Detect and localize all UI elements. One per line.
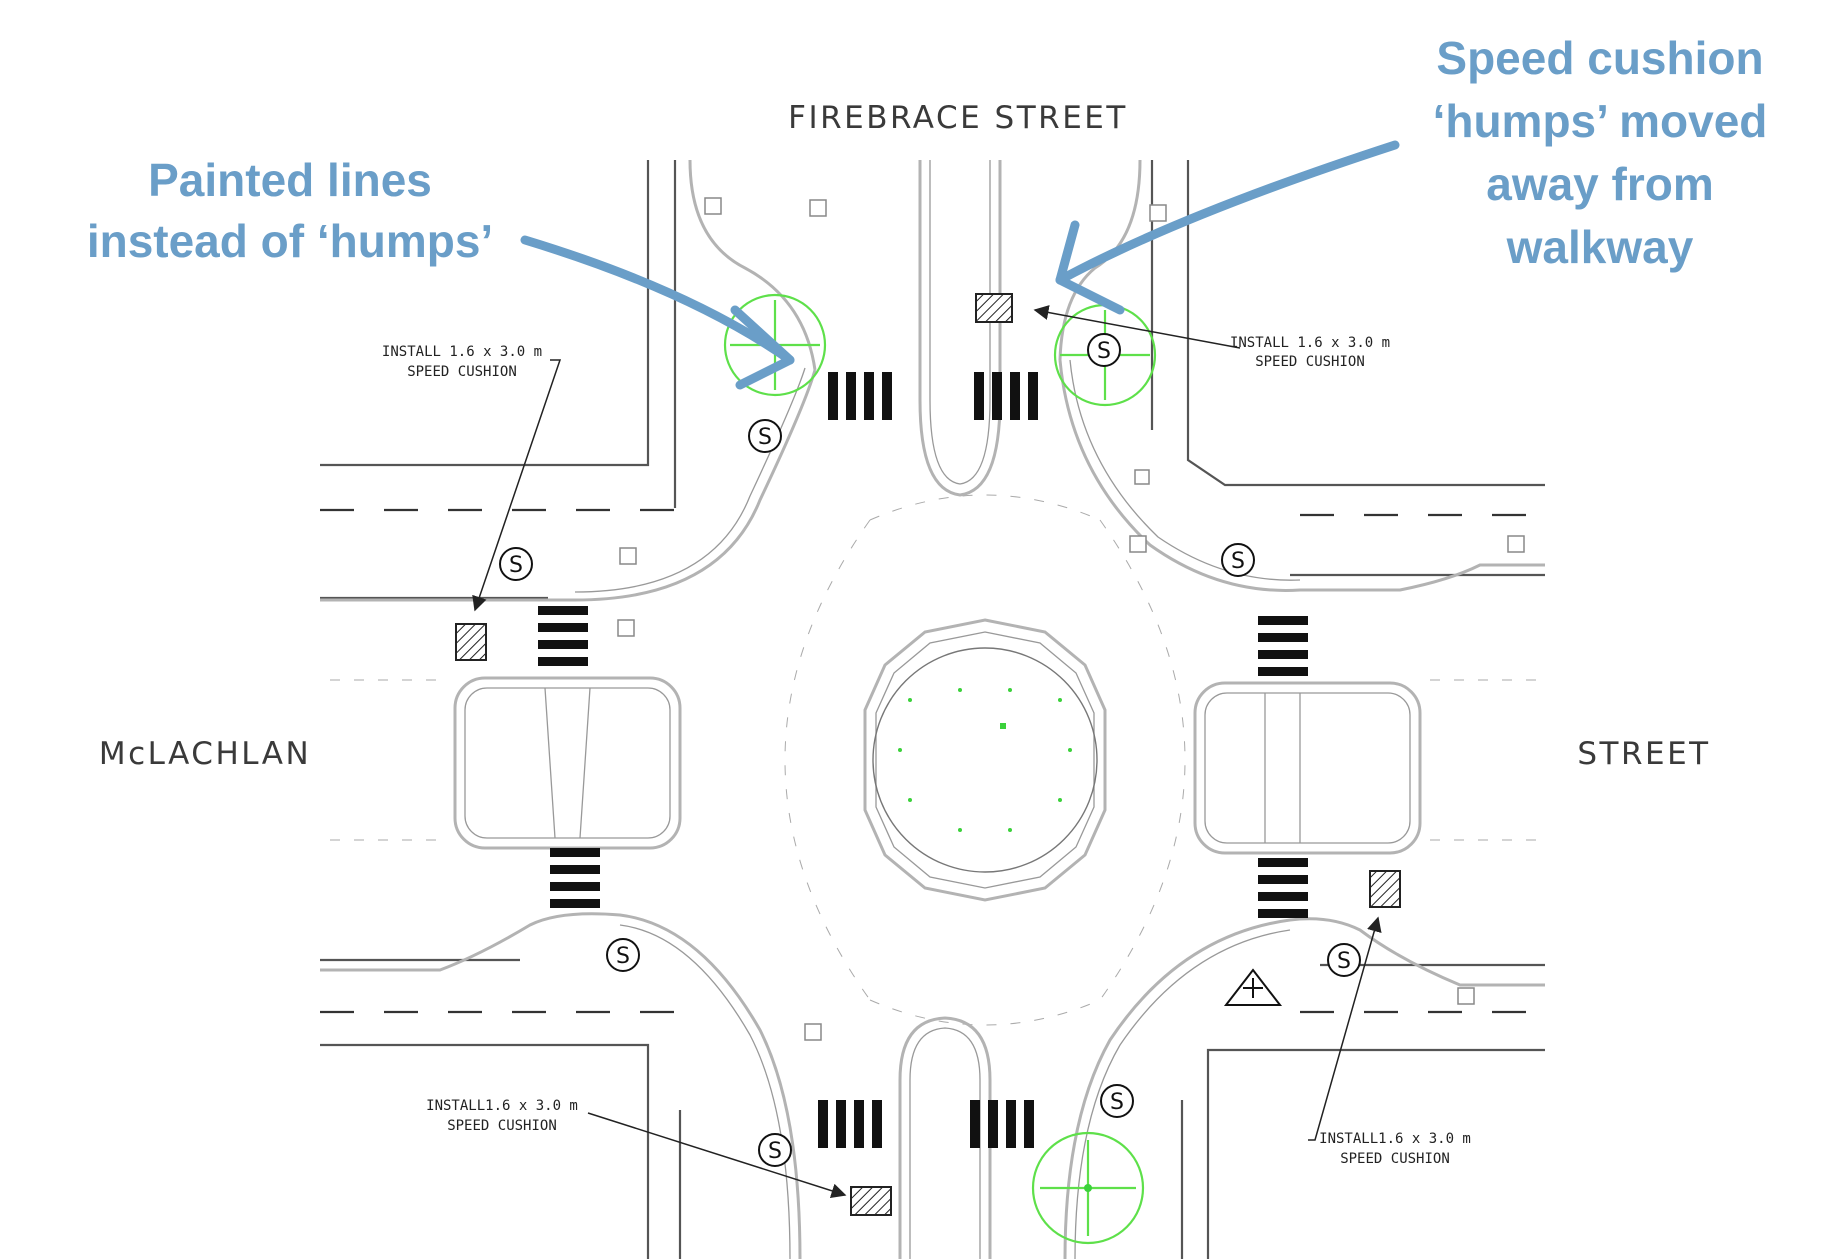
arrowhead-painted-lines-icon <box>730 305 795 390</box>
splitter-islands <box>453 160 1422 1259</box>
callout-speed-cushion-line2: ‘humps’ moved <box>1433 95 1768 147</box>
sign-s-sw-icon: S <box>606 938 640 972</box>
blue-arrows <box>520 140 1400 390</box>
note-leaders <box>472 305 1382 1199</box>
sign-s-e-icon: S <box>1221 543 1255 577</box>
crossing-west-north <box>538 606 588 666</box>
svg-text:S: S <box>1231 549 1245 574</box>
svg-text:SPEED CUSHION: SPEED CUSHION <box>447 1118 557 1134</box>
sign-s-nw-icon: S <box>748 419 782 453</box>
arrow-painted-lines-icon <box>520 235 795 365</box>
warning-triangle-icon <box>1223 968 1283 1006</box>
speed-cushion-west <box>455 623 487 661</box>
speed-cushion-south <box>850 1186 892 1216</box>
callout-speed-cushion-line3: away from <box>1486 158 1714 210</box>
street-label-east: STREET <box>1577 736 1710 772</box>
callout-speed-cushion-line1: Speed cushion <box>1436 32 1763 84</box>
svg-text:S: S <box>768 1139 782 1164</box>
arrowhead-speed-cushion-icon <box>1055 220 1125 315</box>
svg-text:INSTALL1.6 x 3.0 m: INSTALL1.6 x 3.0 m <box>1319 1131 1471 1147</box>
svg-text:S: S <box>758 425 772 450</box>
sign-s-s2-icon: S <box>1100 1084 1134 1118</box>
pedestrian-crossings <box>538 372 1308 1148</box>
callout-painted-lines-line2: instead of ‘humps’ <box>87 215 493 267</box>
crossing-east-north <box>1258 616 1308 676</box>
sign-s-s1-icon: S <box>758 1133 792 1167</box>
svg-text:S: S <box>509 553 523 578</box>
guide-lines <box>330 494 1545 1026</box>
utility-pits <box>617 197 1525 1041</box>
sign-s-w-icon: S <box>499 547 533 581</box>
crossing-north-west <box>828 372 892 420</box>
speed-cushion-north <box>975 293 1013 323</box>
crossing-north-east <box>974 372 1038 420</box>
svg-text:SPEED CUSHION: SPEED CUSHION <box>407 364 517 380</box>
note-ne: INSTALL 1.6 x 3.0 m SPEED CUSHION <box>1230 335 1390 370</box>
crossing-south-west <box>818 1100 882 1148</box>
street-label-north: FIREBRACE STREET <box>788 100 1128 136</box>
svg-text:INSTALL 1.6 x 3.0 m: INSTALL 1.6 x 3.0 m <box>382 344 542 360</box>
crossing-south-east <box>970 1100 1034 1148</box>
svg-text:S: S <box>616 944 630 969</box>
arrow-speed-cushion-icon <box>1055 140 1400 285</box>
street-label-west: McLACHLAN <box>99 736 311 772</box>
sign-s-ne-icon: S <box>1087 333 1121 367</box>
curbs <box>320 159 1545 1259</box>
callout-painted-lines-line1: Painted lines <box>148 154 432 206</box>
svg-text:S: S <box>1097 339 1111 364</box>
svg-text:INSTALL1.6 x 3.0 m: INSTALL1.6 x 3.0 m <box>426 1098 578 1114</box>
road-edges <box>320 160 1545 1259</box>
tree-se-icon <box>1031 1131 1145 1245</box>
note-sw: INSTALL1.6 x 3.0 m SPEED CUSHION <box>426 1098 578 1134</box>
svg-text:SPEED CUSHION: SPEED CUSHION <box>1340 1151 1450 1167</box>
sign-s-se-icon: S <box>1327 943 1361 977</box>
lane-markings <box>320 508 1545 1014</box>
signs: S S S S S S S S <box>499 333 1361 1167</box>
callout-speed-cushion: Speed cushion ‘humps’ moved away from wa… <box>1433 32 1768 273</box>
note-se: INSTALL1.6 x 3.0 m SPEED CUSHION <box>1319 1131 1471 1167</box>
svg-text:INSTALL 1.6 x 3.0 m: INSTALL 1.6 x 3.0 m <box>1230 335 1390 351</box>
roundabout <box>863 618 1107 902</box>
crossing-east-south <box>1258 858 1308 918</box>
svg-text:S: S <box>1337 949 1351 974</box>
svg-text:SPEED CUSHION: SPEED CUSHION <box>1255 354 1365 370</box>
callout-speed-cushion-line4: walkway <box>1506 221 1694 273</box>
crossing-west-south <box>550 848 600 908</box>
speed-cushions <box>455 293 1401 1216</box>
note-nw: INSTALL 1.6 x 3.0 m SPEED CUSHION <box>382 344 542 380</box>
speed-cushion-east <box>1369 870 1401 908</box>
svg-text:S: S <box>1110 1090 1124 1115</box>
callout-painted-lines: Painted lines instead of ‘humps’ <box>87 154 493 267</box>
